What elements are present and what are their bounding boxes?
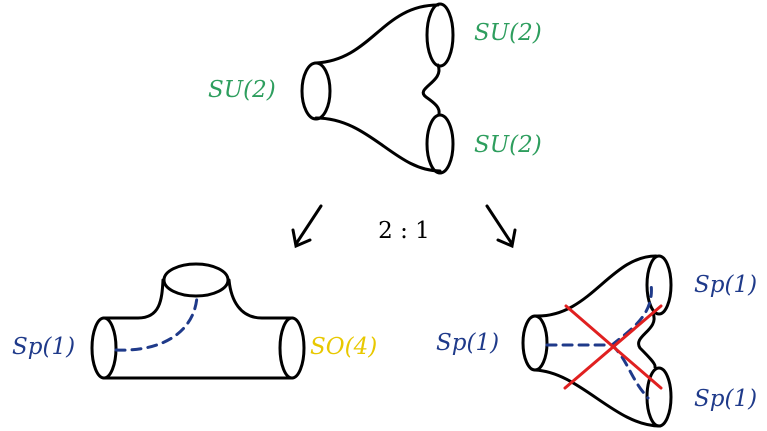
bottom-left-left-boundary-label: Sp(1) <box>12 334 75 360</box>
top-left-boundary-label: SU(2) <box>208 77 276 103</box>
bottom-left-pants-surface <box>90 262 306 380</box>
left-arrow <box>291 204 323 249</box>
bottom-right-pants-surface <box>521 254 673 428</box>
top-pants-surface <box>300 2 455 175</box>
bottom-right-upper-boundary-label: Sp(1) <box>694 272 757 298</box>
cross-stroke-2 <box>563 304 663 390</box>
bottom-right-left-boundary-label: Sp(1) <box>436 330 499 356</box>
bottom-right-lower-boundary-label: Sp(1) <box>694 386 757 412</box>
bottom-left-right-boundary-label: SO(4) <box>310 334 377 360</box>
top-lower-right-boundary-label: SU(2) <box>474 132 542 158</box>
right-arrow <box>485 204 517 249</box>
top-upper-right-boundary-label: SU(2) <box>474 20 542 46</box>
ratio-label: 2 : 1 <box>378 218 430 244</box>
